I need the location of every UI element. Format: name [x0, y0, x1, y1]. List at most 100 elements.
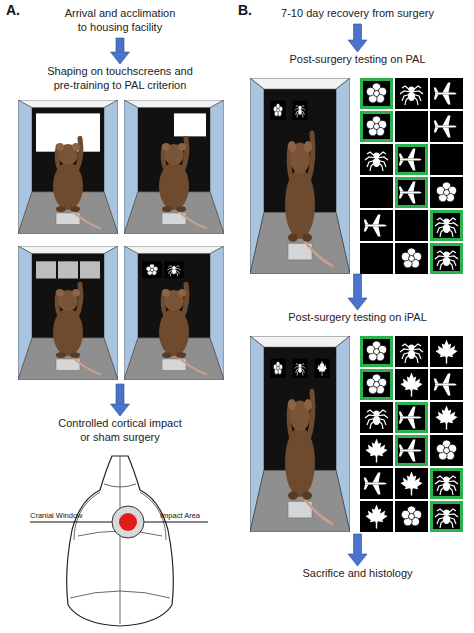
ipal-trial-grid [360, 468, 393, 499]
pal-trial-grid [432, 245, 462, 273]
touchscreen-window [36, 261, 56, 278]
flow-arrow [348, 24, 367, 52]
pal-trial-grid [397, 146, 427, 174]
pal-trial-grid [360, 210, 393, 241]
impact-area [119, 513, 137, 531]
chamber-stage-3 [53, 284, 100, 374]
step-text: Arrival and acclimation to housing facil… [61, 6, 179, 35]
ipal-trial-grid [360, 336, 463, 532]
ipal-trial-grid [395, 336, 428, 367]
rat-skull [120, 456, 121, 624]
chamber-pal [285, 134, 332, 266]
step-box: Shaping on touchscreens and pre-training… [42, 64, 198, 384]
step-box: Post-surgery testing on iPAL [245, 310, 470, 534]
chamber-stage-1 [53, 138, 100, 228]
pal-trial-grid [360, 111, 393, 142]
pal-trial-grid [432, 212, 462, 240]
ipal-trial-grid [360, 501, 393, 532]
step-box: Sacrifice and histology [290, 566, 425, 584]
rat-skull [70, 591, 170, 598]
pal-trial-grid [430, 144, 463, 175]
flow-arrow [348, 534, 367, 566]
chamber-stage-2 [124, 100, 224, 234]
ipal-trial-grid [395, 369, 428, 400]
pal-trial-grid [360, 78, 393, 109]
chamber-pal [250, 78, 350, 274]
pal-trial-grid [362, 113, 392, 141]
skull-label: Cranial Window [30, 511, 83, 520]
pal-trial-grid [397, 179, 427, 207]
chamber-stage-4 [159, 284, 206, 374]
step-text: Shaping on touchscreens and pre-training… [42, 64, 198, 93]
ipal-trial-grid [362, 371, 392, 399]
ipal-trial-grid [360, 369, 393, 400]
screen-stimulus [271, 358, 286, 378]
pal-trial-grid [430, 111, 463, 142]
screen-stimulus [315, 358, 330, 378]
screen-stimulus [293, 100, 308, 120]
rat-skull [67, 456, 174, 626]
ipal-trial-grid [362, 338, 392, 366]
step-text: Post-surgery testing on iPAL [245, 310, 470, 324]
step-text: Post-surgery testing on PAL [245, 52, 470, 66]
skull-label: Impact Area [160, 511, 200, 520]
pal-trial-grid [360, 78, 463, 274]
ipal-trial-grid [430, 336, 463, 367]
chamber-stage-1 [18, 100, 118, 234]
chamber-ipal [285, 392, 332, 524]
step-text: 7-10 day recovery from surgery [270, 6, 445, 20]
touchscreen-window [80, 261, 100, 278]
rat-skull [104, 484, 136, 487]
screen-stimulus [271, 100, 286, 120]
pal-trial-grid [430, 78, 463, 109]
chamber-stage-2 [159, 138, 206, 228]
pal-trial-grid [395, 210, 428, 241]
pal-trial-grid [395, 78, 428, 109]
pal-trial-grid [430, 177, 463, 208]
ipal-trial-grid [430, 501, 463, 532]
ipal-trial-grid [395, 501, 428, 532]
ipal-trial-grid [432, 503, 462, 531]
cranial-window [112, 506, 144, 538]
pal-trial-grid [362, 80, 392, 108]
touchscreen-window [58, 261, 78, 278]
chamber-ipal [250, 336, 350, 532]
step-box: 7-10 day recovery from surgery [270, 6, 445, 24]
screen-stimulus [293, 358, 308, 378]
ipal-trial-grid [430, 435, 463, 466]
screen-stimulus [142, 261, 161, 278]
pal-trial-grid [430, 243, 463, 274]
pal-trial-grid [395, 177, 428, 208]
ipal-trial-grid [432, 470, 462, 498]
chamber-stage-4 [124, 246, 224, 380]
panel-letter: A. [6, 2, 20, 18]
flow-arrow [111, 384, 130, 416]
ipal-trial-grid [395, 468, 428, 499]
ipal-trial-grid [360, 435, 393, 466]
pal-trial-grid [395, 111, 428, 142]
ipal-trial-grid [360, 402, 393, 433]
ipal-trial-grid [430, 369, 463, 400]
step-box: Post-surgery testing on PAL [245, 52, 470, 274]
step-text: Sacrifice and histology [290, 566, 425, 580]
step-box: Controlled cortical impact or sham surge… [55, 416, 185, 448]
pal-trial-grid [395, 243, 428, 274]
pal-trial-grid [360, 243, 393, 274]
ipal-trial-grid [430, 468, 463, 499]
ipal-trial-grid [397, 437, 427, 465]
flow-arrow [348, 274, 367, 310]
step-text: Controlled cortical impact or sham surge… [55, 416, 185, 445]
ipal-trial-grid [395, 435, 428, 466]
flow-arrow [111, 38, 130, 64]
chamber-stage-3 [18, 246, 118, 380]
ipal-trial-grid [430, 402, 463, 433]
pal-trial-grid [430, 210, 463, 241]
chamber-stage-2 [124, 100, 224, 234]
rat-skull [67, 456, 174, 626]
chamber-pal [250, 78, 350, 274]
touchscreen-window [174, 113, 206, 136]
panel-letter: B. [238, 2, 252, 18]
chamber-stage-3 [18, 246, 118, 380]
